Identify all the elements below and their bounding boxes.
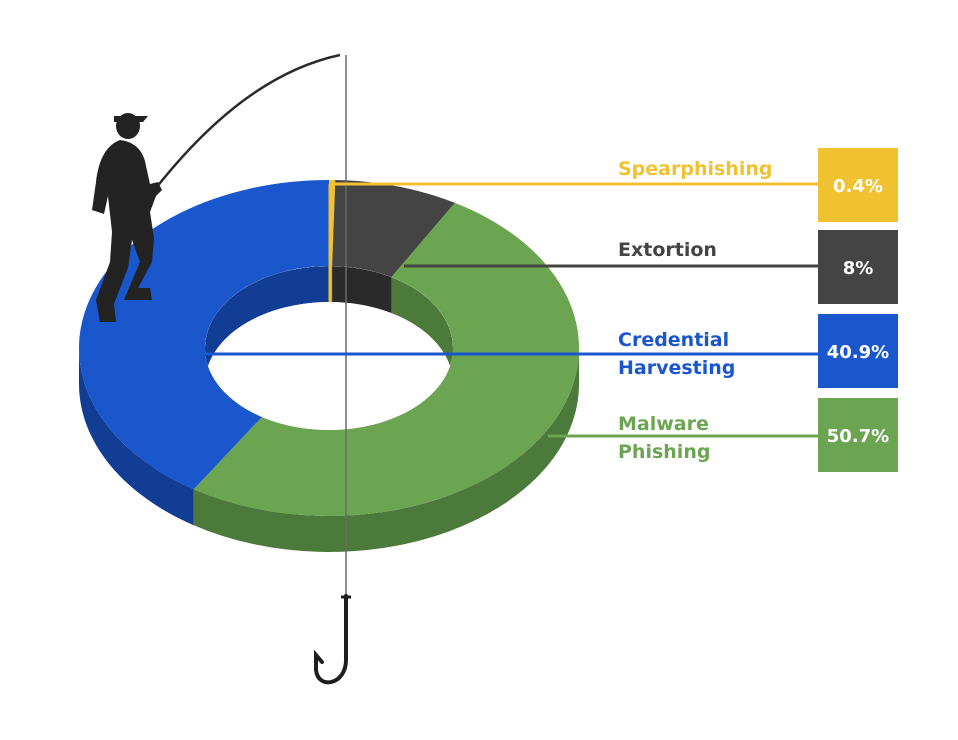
leader-lines [206,182,818,438]
donut-chart [78,180,580,553]
slice-extortion [332,180,455,278]
slice-malware-phishing [193,202,579,516]
fishing-hook-icon [314,594,348,685]
value-boxes: 0.4% 8% 40.9% 50.7% [818,148,898,472]
legend-label-spearphishing: Spearphishing [618,158,772,180]
value-label-extortion: 8% [843,258,874,279]
value-box-extortion [818,230,898,304]
legend-label-credential-harvesting-line-1: Credential [618,329,729,351]
slice-side-malware-phishing [193,348,580,553]
legend-label-credential-harvesting-line-2: Harvesting [618,357,735,379]
legend-label-malware-phishing-line-1: Malware [618,413,709,435]
value-label-spearphishing: 0.4% [833,176,883,197]
legend-label-extortion: Extortion [618,239,717,261]
inner-wall-credential-harvesting [205,266,329,384]
legend-labels: SpearphishingExtortionCredentialHarvesti… [618,158,772,463]
value-box-spearphishing [818,148,898,222]
fishing-rod-icon [155,53,341,189]
fisherman-silhouette-icon [92,113,162,322]
value-label-malware-phishing: 50.7% [827,426,889,447]
slice-side-credential-harvesting [79,348,194,526]
inner-wall-malware-phishing [391,277,453,384]
value-box-malware-phishing [818,398,898,472]
fishing-line-group [155,53,351,685]
value-label-credential-harvesting: 40.9% [827,342,889,363]
legend-label-malware-phishing-line-2: Phishing [618,441,710,463]
value-box-credential-harvesting [818,314,898,388]
inner-wall-extortion [332,266,392,314]
